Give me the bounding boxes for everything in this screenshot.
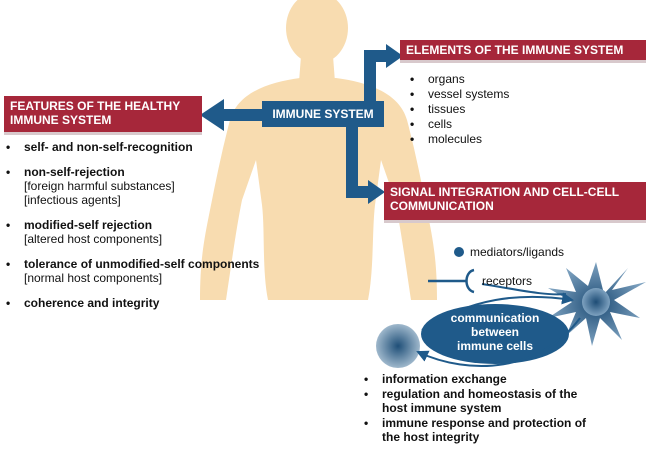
feature-main: modified-self rejection	[24, 218, 153, 232]
signal-title-line1: SIGNAL INTEGRATION AND CELL-CELL	[390, 185, 620, 199]
elements-list: organs vessel systems tissues cells mole…	[408, 72, 509, 147]
list-item: tolerance of unmodified-self components …	[4, 257, 304, 285]
feature-main: self- and non-self-recognition	[24, 140, 193, 154]
communication-line3: immune cells	[456, 339, 534, 353]
list-item: vessel systems	[408, 87, 509, 101]
communication-text: communication between immune cells	[430, 311, 560, 353]
bullet-line: immune response and protection of	[382, 416, 587, 430]
receptor-icon	[465, 268, 475, 294]
features-title-line2: IMMUNE SYSTEM	[10, 113, 112, 127]
list-item: tissues	[408, 102, 509, 116]
feature-sub: [normal host components]	[24, 271, 163, 285]
list-item: non-self-rejection [foreign harmful subs…	[4, 165, 304, 207]
round-immune-cell	[376, 324, 420, 368]
feature-main: coherence and integrity	[24, 296, 160, 310]
connector-arrows	[200, 44, 403, 204]
communication-bullets: information exchange regulation and home…	[362, 372, 647, 445]
list-item: immune response and protection of the ho…	[362, 416, 647, 444]
immune-system-label: IMMUNE SYSTEM	[272, 107, 374, 121]
features-title-box: FEATURES OF THE HEALTHY IMMUNE SYSTEM	[4, 96, 202, 135]
list-item: regulation and homeostasis of the host i…	[362, 387, 647, 415]
list-item: molecules	[408, 132, 509, 146]
list-item: cells	[408, 117, 509, 131]
features-title-line1: FEATURES OF THE HEALTHY	[10, 99, 181, 113]
cell-communication-arrows	[416, 283, 581, 367]
communication-line2: between	[470, 325, 519, 339]
bullet-line: regulation and homeostasis of the	[382, 387, 578, 401]
features-list: self- and non-self-recognition non-self-…	[4, 140, 304, 321]
bullet-line: the host integrity	[382, 430, 480, 444]
mediators-label: mediators/ligands	[470, 245, 565, 259]
list-item: information exchange	[362, 372, 647, 386]
elements-title-box: ELEMENTS OF THE IMMUNE SYSTEM	[400, 40, 646, 63]
bullet-line: information exchange	[382, 372, 507, 386]
feature-sub: [altered host components]	[24, 232, 163, 246]
spiky-immune-cell	[548, 262, 646, 346]
feature-sub: [foreign harmful substances]	[24, 179, 175, 193]
elements-title: ELEMENTS OF THE IMMUNE SYSTEM	[406, 43, 624, 57]
mediator-dot-icon	[454, 247, 464, 257]
feature-main: non-self-rejection	[24, 165, 125, 179]
immune-system-box	[262, 101, 384, 127]
list-item: modified-self rejection [altered host co…	[4, 218, 304, 246]
list-item: self- and non-self-recognition	[4, 140, 304, 154]
receptors-label: receptors	[482, 274, 533, 288]
communication-ellipse	[421, 304, 569, 364]
bullet-line: host immune system	[382, 401, 502, 415]
signal-title-box: SIGNAL INTEGRATION AND CELL-CELL COMMUNI…	[384, 182, 646, 223]
feature-sub: [infectious agents]	[24, 193, 121, 207]
human-body-silhouette	[200, 0, 437, 300]
feature-main: tolerance of unmodified-self components	[24, 257, 260, 271]
list-item: organs	[408, 72, 509, 86]
signal-title-line2: COMMUNICATION	[390, 199, 494, 213]
communication-line1: communication	[450, 311, 540, 325]
list-item: coherence and integrity	[4, 296, 304, 310]
